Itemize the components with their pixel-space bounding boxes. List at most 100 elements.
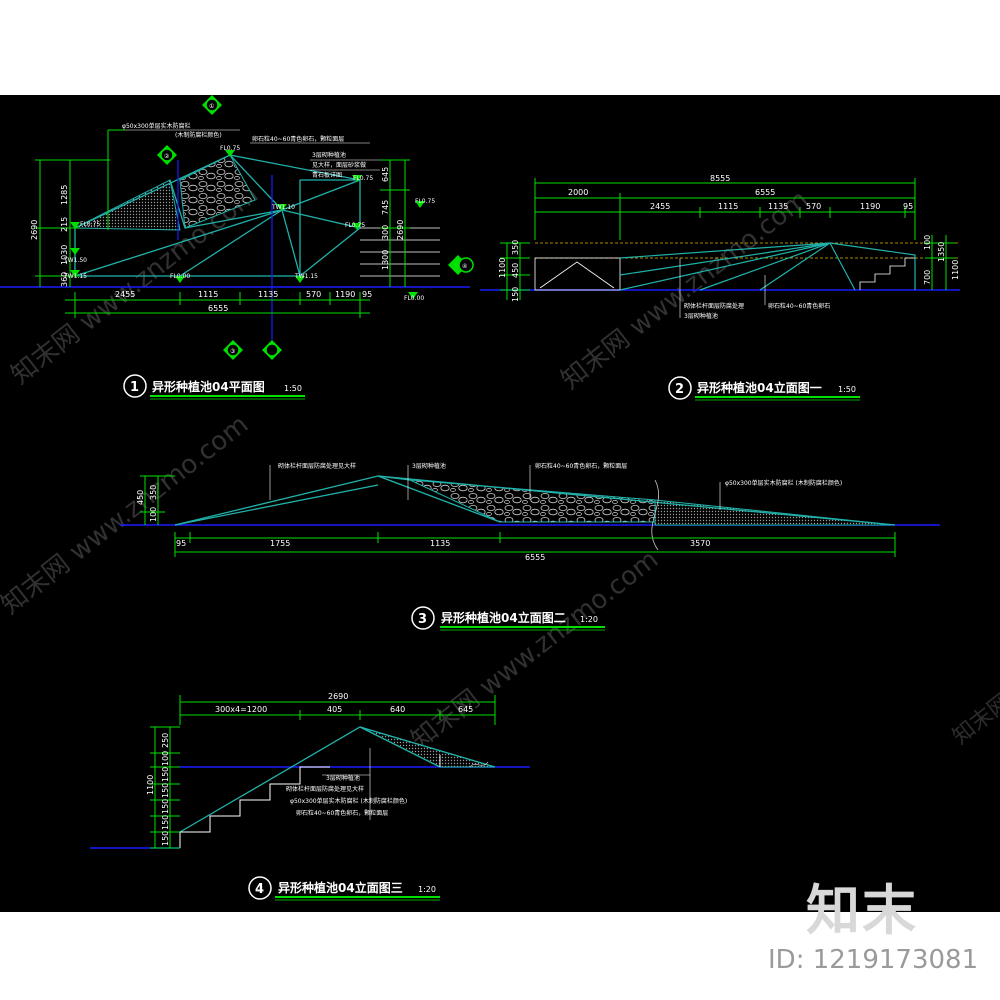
dim-text: 300x4=1200 [215,705,267,714]
drawing-scale: 1:50 [838,385,856,394]
dim-text: 300 [381,225,390,240]
dim-text: 1115 [718,202,738,211]
dim-text: 1190 [860,202,880,211]
dim-text: 1135 [258,290,278,299]
dim-text: 700 [923,270,932,285]
dim-text: 745 [381,200,390,215]
drawing-scale: 1:20 [418,885,436,894]
elev-label: FL0.00 [170,273,190,280]
dim-text: 350 [511,240,520,255]
note-text: 卵石粒40~60青色卵石，颗粒面层 [296,809,388,817]
dim-text: 1285 [60,185,69,205]
dim-text: 150 [161,799,170,814]
dim-text: 450 [136,490,145,505]
note-text: 砌体栏杆面层防腐处理见大样 [286,785,364,793]
drawing-title: 异形种植池04立面图二 [441,610,566,625]
drawing-number: 2 [675,382,684,397]
drawing-title: 异形种植池04立面图一 [697,380,822,395]
note-text: 3层砌种植池 [312,151,346,159]
cad-viewport: 知末网 www.znzmo.com 知末网 www.znzmo.com 知末网 … [0,95,1000,912]
dim-text: 1350 [937,242,946,262]
dim-text: 640 [390,705,405,714]
dim-text: 150 [161,815,170,830]
cad-drawing: 知末网 www.znzmo.com 知末网 www.znzmo.com 知末网 … [0,95,1000,901]
dim-text: 100 [923,235,932,250]
note-text: 砌体栏杆面层防腐处理见大样 [278,462,356,470]
dim-text: 1300 [381,250,390,270]
dim-text: 250 [161,733,170,748]
watermark-text-4: 知末网 www.znzmo.com [406,545,664,756]
drawing-scale: 1:50 [284,384,302,393]
note-text: 见大样，面层砂浆做 [312,161,366,169]
drawing-title: 异形种植池04立面图三 [278,880,403,895]
dim-text: 450 [511,263,520,278]
elev-label: TW1.15 [294,273,318,280]
dim-text: 2690 [30,220,39,240]
dim-text: 645 [381,167,390,182]
dim-text: 645 [458,705,473,714]
dim-text: 2455 [650,202,670,211]
dim-text: 150 [161,831,170,846]
dim-text: 215 [60,217,69,232]
dim-text: 360 [60,272,69,287]
note-text: 3层砌种植池 [412,462,446,470]
dim-text: 570 [306,290,321,299]
dim-text: 6555 [755,188,775,197]
plan-drawing: ① ② ③ ④ FL0.75 FL0.75 FL0.75 TW1.10 FL0.… [0,95,474,400]
note-text: 青石板详图 [312,171,342,179]
elev-label: TW1.10 [271,204,295,211]
image-id-watermark: ID: 1219173081 [768,945,979,975]
dim-total: 6555 [208,304,228,313]
drawing-scale: 1:20 [580,615,598,624]
note-text: 砌体栏杆面层防腐处理 [684,302,744,310]
elev-label: FL0.75 [415,198,435,205]
note-text: 3层砌种植池 [326,774,360,782]
dim-total: 6555 [525,553,545,562]
dim-text: 1755 [270,539,290,548]
brand-watermark-logo: 知末 [806,879,918,942]
watermark-text-5: 知末网 www.znzmo.com [948,572,1000,750]
dim-text: 100 [161,751,170,766]
dim-text: 2690 [396,220,405,240]
note-text: 3层砌种植池 [684,312,718,320]
dim-text: 150 [511,287,520,302]
note-text: φ50x300单层实木防腐栏 [122,122,191,130]
dim-text: 1100 [951,260,960,280]
dim-text: 570 [806,202,821,211]
note-text: 卵石粒40~60青色卵石，颗粒面层 [535,462,627,470]
drawing-number: 1 [130,380,139,395]
dim-text: 95 [176,539,186,548]
dim-text: 1100 [146,775,155,795]
dim-text: 1135 [768,202,788,211]
section-mark-1: ① [209,103,214,110]
dim-text: 1135 [430,539,450,548]
dim-text: 1100 [498,258,507,278]
dim-text: 95 [903,202,913,211]
dim-total: 2690 [328,692,348,701]
elev-label: FL0.75 [345,222,365,229]
note-text: 卵石粒40~60青色卵石，颗粒面层 [252,135,344,143]
elev-label: TW1.15 [63,273,87,280]
dim-total: 8555 [710,174,730,183]
dim-text: 95 [362,290,372,299]
drawing-number: 3 [418,612,427,627]
section-mark-4: ④ [462,263,467,270]
dim-text: 3570 [690,539,710,548]
dim-text: 1190 [335,290,355,299]
dim-text: 150 [161,767,170,782]
section-mark-2: ② [164,153,170,160]
elevation-1-drawing: 8555 2000 6555 2455 1115 1135 570 1190 9… [480,174,960,401]
note-text: φ50x300单层实木防腐栏 (木制防腐栏颜色) [725,479,842,487]
dim-text: 100 [149,507,158,522]
note-text: (木制防腐栏颜色) [175,131,222,139]
elevation-3-drawing: 2690 300x4=1200 405 640 645 1100 250 100… [90,692,530,901]
dim-text: 2000 [568,188,588,197]
drawing-number: 4 [255,882,264,897]
note-text: 卵石粒40~60青色卵石 [768,302,830,310]
elev-label: FL0.75 [353,175,373,182]
elevation-2-drawing: 95 1755 1135 3570 6555 450 350 100 砌体栏杆面… [120,462,940,631]
elev-label: FL0.00 [404,295,424,302]
dim-text: 2455 [115,290,135,299]
elev-label: FL0.75 [220,145,240,152]
